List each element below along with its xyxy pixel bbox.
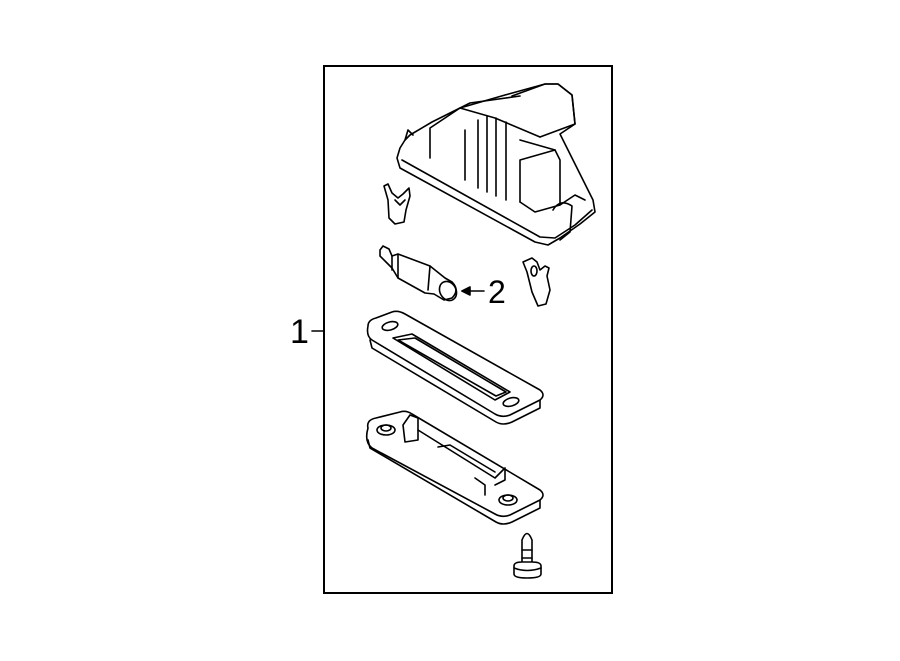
right-clip <box>522 257 551 307</box>
bulb <box>379 245 458 302</box>
assembly-group-border <box>323 65 613 594</box>
lamp-housing <box>396 83 596 246</box>
callout-2-label: 2 <box>488 274 506 310</box>
left-clip <box>383 183 411 225</box>
lens <box>366 310 544 425</box>
screw <box>513 532 542 579</box>
callout-2-leader <box>461 286 485 296</box>
callout-1-label: 1 <box>290 313 309 351</box>
base-plate <box>365 410 544 525</box>
